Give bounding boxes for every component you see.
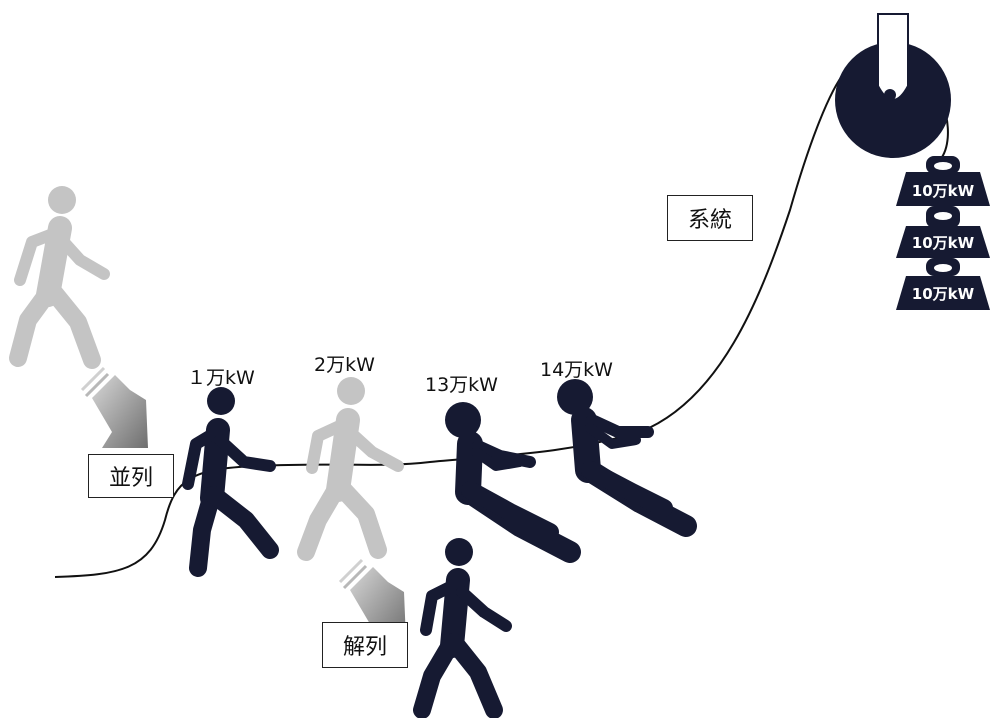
weight-label: 10万kW	[911, 285, 975, 303]
walking-person-icon	[413, 538, 512, 718]
pulling-person-icon	[445, 402, 581, 563]
walking-person-icon	[297, 377, 404, 561]
capacity-label: １万kW	[187, 367, 255, 389]
pulling-person-icon	[557, 379, 697, 537]
capacity-label: 14万kW	[540, 359, 613, 381]
rope	[54, 71, 846, 578]
weight-icon	[896, 156, 990, 206]
weight-icon	[896, 258, 990, 310]
disconnect-label: 解列	[322, 622, 408, 668]
arrow-icon	[338, 558, 406, 640]
grid-label: 系統	[667, 195, 753, 241]
walking-person-icon	[9, 186, 110, 369]
capacity-label: 2万kW	[314, 354, 375, 376]
arrow-icon	[80, 366, 148, 448]
pulley-icon	[835, 13, 951, 158]
parallel-label: 並列	[88, 454, 174, 498]
weight-icon	[896, 206, 990, 258]
capacity-label: 13万kW	[425, 374, 498, 396]
weight-label: 10万kW	[911, 234, 975, 252]
walking-person-icon	[182, 387, 279, 577]
weight-label: 10万kW	[911, 182, 975, 200]
